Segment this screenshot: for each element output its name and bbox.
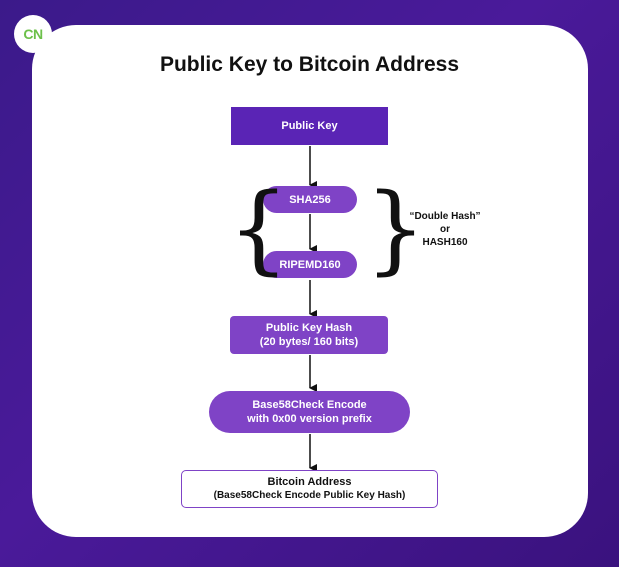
base58-line1: Base58Check Encode: [252, 399, 367, 411]
double-hash-label: “Double Hash” or HASH160: [395, 210, 495, 249]
address-line2: (Base58Check Encode Public Key Hash): [213, 490, 406, 501]
double-hash-line1: “Double Hash”: [409, 211, 481, 222]
diagram-title: Public Key to Bitcoin Address: [159, 53, 460, 76]
pkh-line1: Public Key Hash: [265, 322, 353, 334]
sha256-label: SHA256: [289, 193, 331, 206]
ripemd160-box: RIPEMD160: [263, 251, 357, 278]
sha256-box: SHA256: [263, 186, 357, 213]
address-line1: Bitcoin Address: [267, 476, 352, 488]
left-curly-brace: {: [228, 173, 290, 285]
pkh-line2: (20 bytes/ 160 bits): [259, 336, 359, 348]
double-hash-line3: HASH160: [422, 237, 468, 248]
cn-logo: CN: [14, 15, 52, 53]
double-hash-line2: or: [440, 224, 450, 235]
ripemd160-label: RIPEMD160: [279, 258, 341, 271]
base58check-box: Base58Check Encode with 0x00 version pre…: [209, 391, 410, 433]
public-key-box: Public Key: [231, 107, 388, 145]
base58-line2: with 0x00 version prefix: [247, 413, 372, 425]
public-key-hash-box: Public Key Hash (20 bytes/ 160 bits): [230, 316, 388, 354]
logo-text: CN: [23, 26, 43, 42]
right-curly-brace: }: [365, 173, 427, 285]
bitcoin-address-box: Bitcoin Address (Base58Check Encode Publ…: [181, 470, 438, 508]
public-key-label: Public Key: [281, 120, 338, 132]
